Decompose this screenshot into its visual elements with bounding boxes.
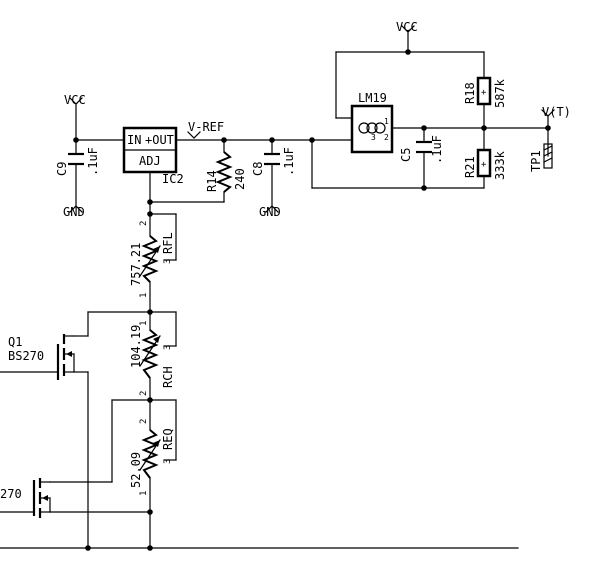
trimmer-req: 2 1 3 REQ 52.09 [129, 419, 175, 496]
resistor-r21: + R21 333k [463, 148, 507, 180]
testpoint-tp1: TP1 [529, 143, 553, 172]
ic2-pin-in: IN [127, 133, 141, 147]
vcc-right-symbol: VCC [396, 20, 418, 34]
svg-text:2: 2 [139, 391, 149, 396]
svg-text:104.19: 104.19 [129, 325, 143, 368]
svg-text:R18: R18 [463, 82, 477, 104]
svg-text:GND: GND [63, 205, 85, 219]
svg-text:C9: C9 [55, 162, 69, 176]
svg-text:+: + [481, 160, 487, 170]
gnd-c8-symbol: GND [259, 205, 281, 219]
svg-text:3: 3 [163, 459, 173, 464]
q1-part: BS270 [8, 349, 44, 363]
capacitor-c9: C9 .1uF [55, 147, 100, 176]
junctions [73, 49, 551, 551]
svg-text:V(T): V(T) [542, 105, 571, 119]
mosfet-q1: Q1 BS270 [8, 334, 75, 380]
svg-text:VCC: VCC [396, 20, 418, 34]
svg-text:333k: 333k [493, 150, 507, 180]
q2-part: 270 [0, 487, 22, 501]
q1-ref: Q1 [8, 335, 22, 349]
svg-text:240: 240 [233, 168, 247, 190]
svg-text:587k: 587k [493, 78, 507, 108]
svg-text:3: 3 [371, 133, 376, 142]
svg-text:.1uF: .1uF [282, 147, 296, 176]
ic2-pin-adj: ADJ [139, 154, 161, 168]
svg-text:REQ: REQ [161, 428, 175, 450]
resistor-r18: + R18 587k [463, 76, 507, 108]
capacitor-c8: C8 .1uF [251, 147, 296, 176]
svg-text:3: 3 [163, 259, 173, 264]
svg-text:GND: GND [259, 205, 281, 219]
svg-text:R21: R21 [463, 156, 477, 178]
svg-text:3: 3 [163, 345, 173, 350]
svg-text:R14: R14 [205, 170, 219, 192]
svg-text:52.09: 52.09 [129, 452, 143, 488]
svg-text:TP1: TP1 [529, 150, 543, 172]
trimmer-rch: 1 2 3 RCH 104.19 [129, 321, 175, 396]
vcc-left-symbol: VCC [64, 93, 86, 107]
ic2-ref: IC2 [162, 172, 184, 186]
svg-text:RCH: RCH [161, 366, 175, 388]
gnd-c9-symbol: GND [63, 205, 85, 219]
ic2-pin-out: +OUT [145, 133, 174, 147]
svg-text:2: 2 [139, 419, 149, 424]
svg-text:.1uF: .1uF [430, 135, 444, 164]
svg-text:C5: C5 [399, 148, 413, 162]
svg-text:.1uF: .1uF [86, 147, 100, 176]
mosfet-q2: 270 [0, 478, 51, 518]
vt-net-label: V(T) [541, 105, 571, 119]
svg-text:V-REF: V-REF [188, 120, 224, 134]
svg-text:C8: C8 [251, 162, 265, 176]
svg-text:RFL: RFL [161, 232, 175, 254]
svg-text:1: 1 [139, 293, 149, 298]
svg-text:1: 1 [139, 491, 149, 496]
svg-text:1: 1 [139, 321, 149, 326]
ic2-regulator: IN +OUT ADJ IC2 [122, 126, 184, 186]
svg-text:2: 2 [384, 133, 389, 142]
lm19-sensor: LM19 1 2 3 [350, 91, 394, 154]
resistor-r14: R14 240 [205, 151, 247, 193]
svg-text:+: + [481, 88, 487, 98]
trimmer-rfl: 2 1 3 RFL 757.21 [129, 221, 175, 298]
svg-text:1: 1 [384, 117, 389, 126]
vref-net-label: V-REF [187, 120, 224, 139]
wires [0, 31, 549, 549]
svg-text:VCC: VCC [64, 93, 86, 107]
capacitor-c5: C5 .1uF [399, 135, 444, 164]
svg-text:2: 2 [139, 221, 149, 226]
svg-text:757.21: 757.21 [129, 243, 143, 286]
lm19-ref: LM19 [358, 91, 387, 105]
